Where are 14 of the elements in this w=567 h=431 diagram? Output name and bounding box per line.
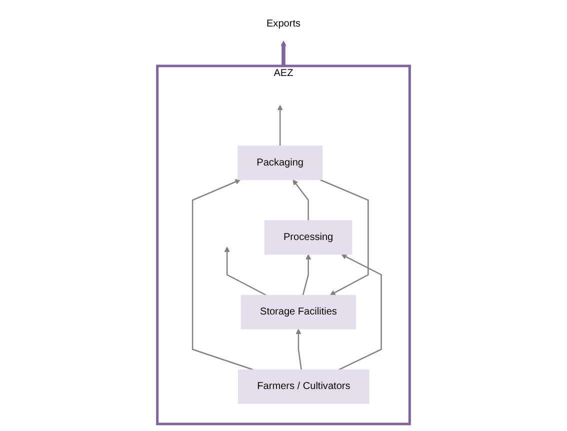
arrow bbox=[302, 254, 312, 296]
arrow bbox=[338, 254, 382, 370]
arrow bbox=[277, 104, 283, 146]
node-box: Storage Facilities bbox=[240, 294, 356, 330]
node-box: Processing bbox=[264, 220, 352, 255]
arrow bbox=[292, 180, 309, 221]
arrow bbox=[224, 246, 266, 296]
arrow bbox=[320, 179, 369, 296]
arrow bbox=[192, 179, 254, 370]
arrow bbox=[296, 328, 302, 370]
node-box: Packaging bbox=[238, 146, 323, 180]
node-text: Exports bbox=[266, 18, 301, 29]
node-box: Farmers / Cultivators bbox=[238, 369, 370, 404]
arrow bbox=[280, 40, 286, 66]
